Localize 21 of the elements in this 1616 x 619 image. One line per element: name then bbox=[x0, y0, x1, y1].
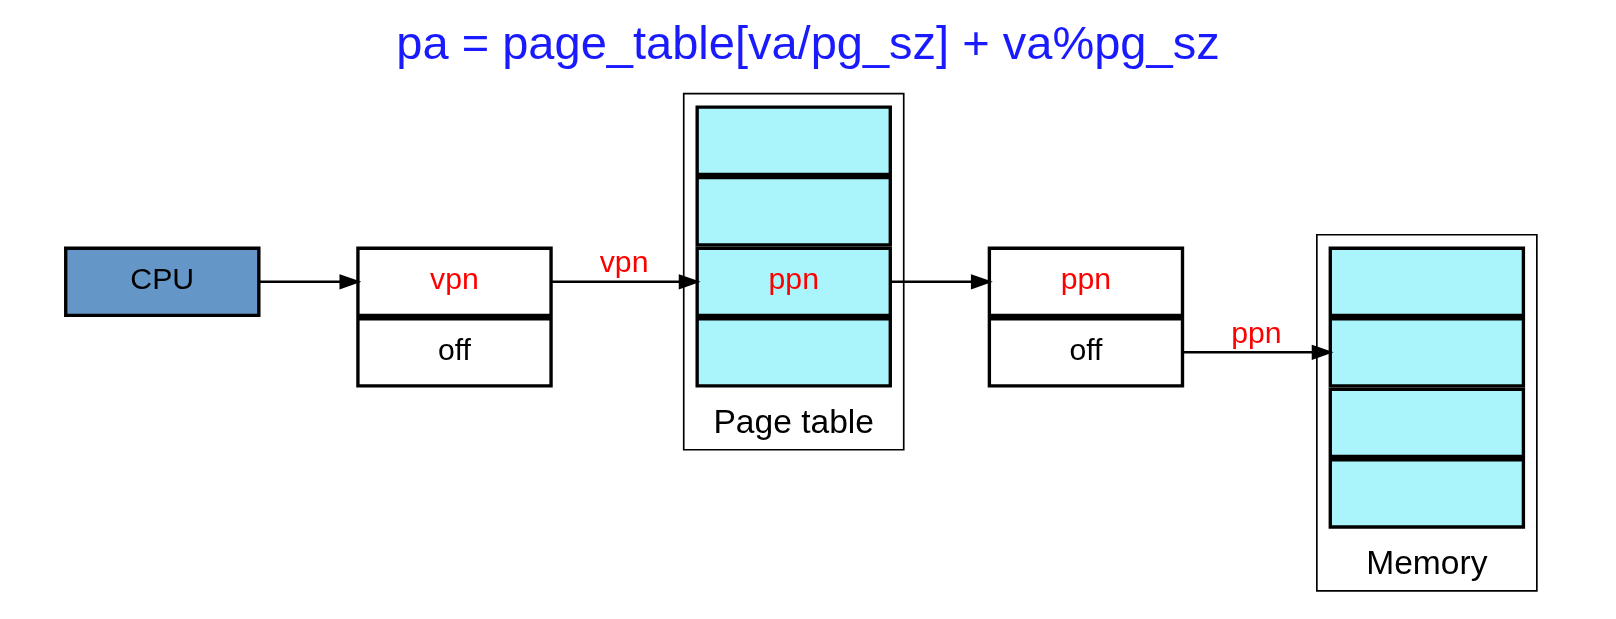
node-box: off bbox=[987, 317, 1185, 388]
cluster: Memory bbox=[1316, 233, 1538, 592]
node-box bbox=[1328, 246, 1526, 318]
node-box: off bbox=[356, 317, 553, 388]
node-box bbox=[695, 176, 892, 247]
diagram-title: pa = page_table[va/pg_sz] + va%pg_sz bbox=[396, 16, 1220, 70]
node-box bbox=[1328, 387, 1526, 459]
node-box: vpn bbox=[356, 246, 553, 318]
edge-label: ppn bbox=[1231, 315, 1282, 349]
edge-label: vpn bbox=[599, 245, 649, 279]
arrow bbox=[1182, 344, 1334, 360]
node-box bbox=[695, 105, 892, 176]
node-box bbox=[1328, 317, 1526, 388]
node-box bbox=[1328, 458, 1526, 529]
arrow bbox=[259, 274, 362, 290]
node-box: ppn bbox=[695, 246, 892, 318]
arrow bbox=[890, 274, 993, 290]
arrow bbox=[551, 274, 701, 290]
node-box: CPU bbox=[64, 246, 261, 318]
node-box bbox=[695, 317, 892, 388]
node-box: ppn bbox=[987, 246, 1185, 318]
